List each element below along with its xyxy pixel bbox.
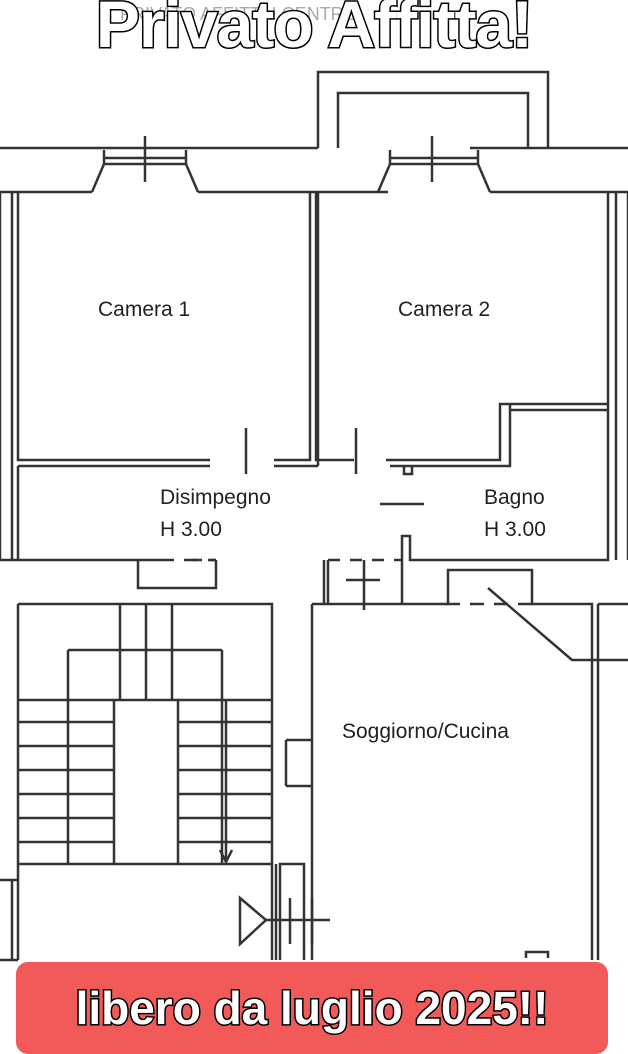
faint-top-text: PRIVATO AFFITTA! CENTRO — [120, 4, 358, 24]
camera-1-walls — [16, 192, 318, 468]
top-wall — [0, 146, 628, 194]
camera-2-walls — [314, 192, 610, 468]
label-camera-1: Camera 1 — [98, 298, 190, 321]
label-disimpegno-height: H 3.00 — [160, 518, 222, 541]
window-1 — [90, 136, 200, 193]
bagno-walls — [400, 404, 610, 562]
label-soggiorno-cucina: Soggiorno/Cucina — [342, 720, 509, 743]
entry-door — [238, 895, 330, 947]
label-camera-2: Camera 2 — [398, 298, 490, 321]
disimpegno-walls — [0, 466, 160, 562]
window-2 — [376, 136, 492, 193]
availability-banner-text: libero da luglio 2025!! — [74, 981, 550, 1036]
label-disimpegno: Disimpegno — [160, 486, 271, 509]
headline-text: Privato Affitta! — [94, 0, 534, 63]
soggiorno-walls — [310, 568, 594, 960]
label-bagno-height: H 3.00 — [484, 518, 546, 541]
label-bagno: Bagno — [484, 486, 545, 509]
availability-banner — [16, 962, 608, 1054]
balcony — [316, 70, 550, 148]
